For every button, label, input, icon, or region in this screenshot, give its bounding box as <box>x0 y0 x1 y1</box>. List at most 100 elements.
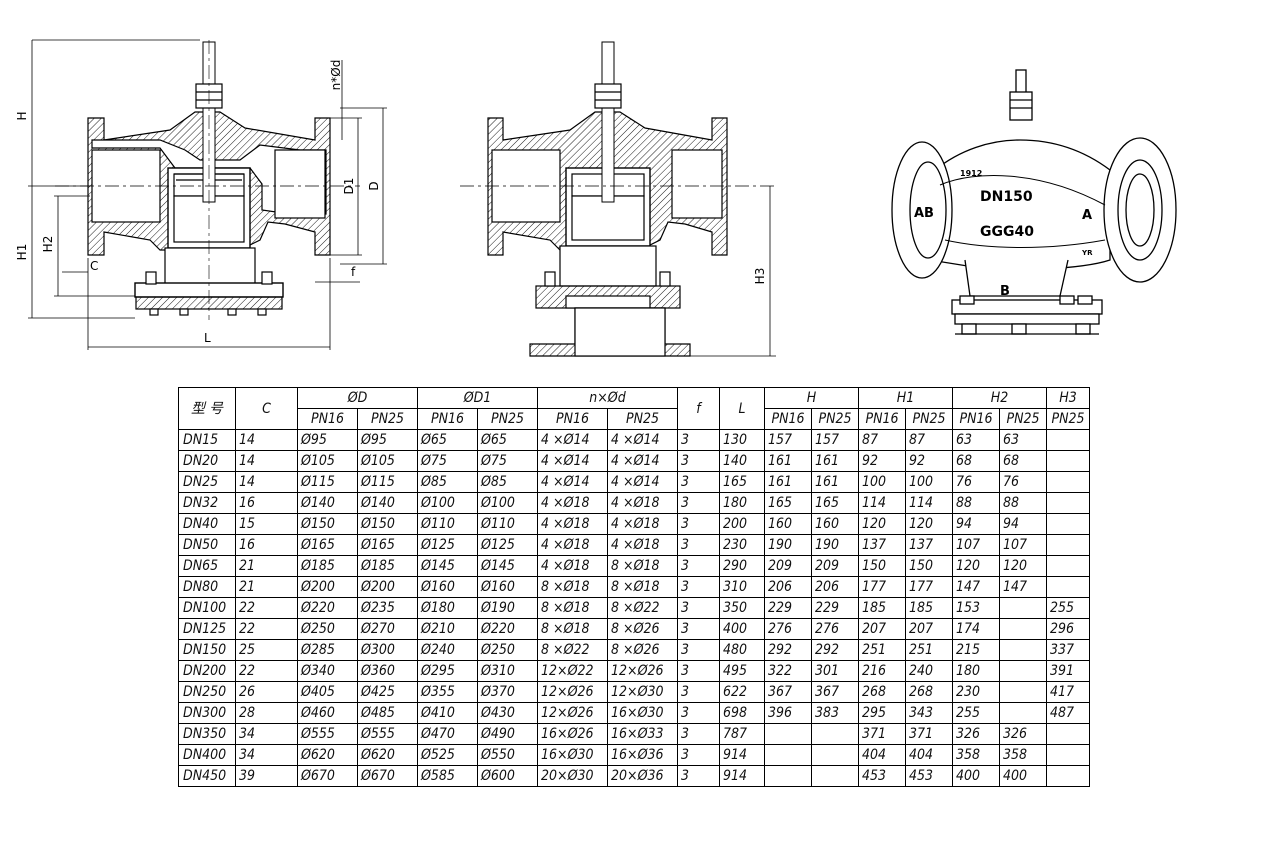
header-pn25: PN25 <box>357 408 418 430</box>
marking-b: B <box>1000 284 1010 299</box>
table-cell: 343 <box>905 702 953 724</box>
table-header-row-2: PN16 PN25 PN16 PN25 PN16 PN25 PN16 PN25 … <box>179 408 1090 430</box>
table-cell: 358 <box>999 744 1047 766</box>
table-cell: 268 <box>858 681 906 703</box>
table-cell: 26 <box>235 681 298 703</box>
header-pn25: PN25 <box>1046 408 1090 430</box>
table-cell: 165 <box>811 492 859 514</box>
table-cell: 161 <box>764 450 812 472</box>
cell-model: DN20 <box>178 450 236 472</box>
table-cell: 190 <box>811 534 859 556</box>
table-cell: Ø430 <box>477 702 538 724</box>
table-cell: 180 <box>952 660 1000 682</box>
table-cell: 161 <box>811 450 859 472</box>
cell-model: DN40 <box>178 513 236 535</box>
table-cell: 3 <box>677 681 720 703</box>
table-cell: 8 ×Ø26 <box>607 639 678 661</box>
table-cell: 350 <box>719 597 765 619</box>
table-cell: 14 <box>235 471 298 493</box>
label-h: H <box>15 111 29 120</box>
table-cell: 94 <box>952 513 1000 535</box>
table-cell: 8 ×Ø22 <box>607 597 678 619</box>
table-cell: 4 ×Ø14 <box>607 450 678 472</box>
table-cell: 4 ×Ø14 <box>607 429 678 451</box>
marking-ab: AB <box>914 206 934 221</box>
label-f: f <box>351 265 356 279</box>
table-cell: Ø125 <box>477 534 538 556</box>
table-cell: 88 <box>952 492 1000 514</box>
table-cell: 8 ×Ø18 <box>607 555 678 577</box>
table-cell: 230 <box>952 681 1000 703</box>
table-cell: Ø65 <box>417 429 478 451</box>
section-view-middle <box>460 41 776 357</box>
table-cell: 3 <box>677 429 720 451</box>
table-cell: 3 <box>677 744 720 766</box>
table-cell: 92 <box>905 450 953 472</box>
table-cell <box>999 639 1047 661</box>
table-cell: Ø185 <box>297 555 358 577</box>
table-cell: 255 <box>1046 597 1090 619</box>
table-cell <box>811 723 859 745</box>
table-cell: 25 <box>235 639 298 661</box>
dimensions-middle <box>690 186 776 357</box>
table-cell <box>811 744 859 766</box>
dimension-table: 型 号 C ØD ØD1 n×Ød f L H H1 H2 H3 PN16 PN… <box>178 387 1090 787</box>
table-cell: 20×Ø30 <box>537 765 608 787</box>
table-cell: 165 <box>719 471 765 493</box>
table-cell: 34 <box>235 744 298 766</box>
table-cell: 3 <box>677 639 720 661</box>
table-cell: 160 <box>811 513 859 535</box>
table-cell: 137 <box>858 534 906 556</box>
table-cell: Ø670 <box>357 765 418 787</box>
table-cell: 495 <box>719 660 765 682</box>
table-cell: 292 <box>764 639 812 661</box>
table-cell: 296 <box>1046 618 1090 640</box>
table-cell: 12×Ø26 <box>537 681 608 703</box>
table-cell: 140 <box>719 450 765 472</box>
table-cell: 292 <box>811 639 859 661</box>
table-cell: 185 <box>905 597 953 619</box>
table-cell: 34 <box>235 723 298 745</box>
table-cell: 68 <box>952 450 1000 472</box>
table-cell: Ø355 <box>417 681 478 703</box>
table-cell: Ø145 <box>477 555 538 577</box>
table-cell: 3 <box>677 597 720 619</box>
table-cell: 404 <box>905 744 953 766</box>
table-cell: 4 ×Ø18 <box>537 513 608 535</box>
marking-ggg40: GGG40 <box>980 224 1034 240</box>
cell-model: DN32 <box>178 492 236 514</box>
table-cell <box>1046 534 1090 556</box>
table-cell: 14 <box>235 429 298 451</box>
table-cell: 229 <box>811 597 859 619</box>
table-cell <box>999 597 1047 619</box>
table-cell: 229 <box>764 597 812 619</box>
table-cell: 3 <box>677 618 720 640</box>
table-cell <box>1046 765 1090 787</box>
table-cell <box>1046 744 1090 766</box>
table-cell: Ø220 <box>297 597 358 619</box>
header-pn25: PN25 <box>905 408 953 430</box>
table-cell <box>1046 576 1090 598</box>
header-nd: n×Ød <box>537 387 678 409</box>
section-view-left <box>55 40 360 320</box>
table-cell: 150 <box>905 555 953 577</box>
table-cell: 180 <box>719 492 765 514</box>
table-cell: Ø585 <box>417 765 478 787</box>
table-cell: 87 <box>858 429 906 451</box>
table-cell: 400 <box>719 618 765 640</box>
table-cell: Ø140 <box>357 492 418 514</box>
table-cell: Ø160 <box>417 576 478 598</box>
table-cell: 3 <box>677 450 720 472</box>
header-pn16: PN16 <box>297 408 358 430</box>
table-cell: Ø240 <box>417 639 478 661</box>
table-cell: 4 ×Ø18 <box>537 492 608 514</box>
table-cell <box>999 618 1047 640</box>
table-cell: Ø110 <box>417 513 478 535</box>
table-cell: 206 <box>764 576 812 598</box>
table-cell <box>1046 492 1090 514</box>
table-cell: Ø185 <box>357 555 418 577</box>
table-cell: Ø100 <box>417 492 478 514</box>
